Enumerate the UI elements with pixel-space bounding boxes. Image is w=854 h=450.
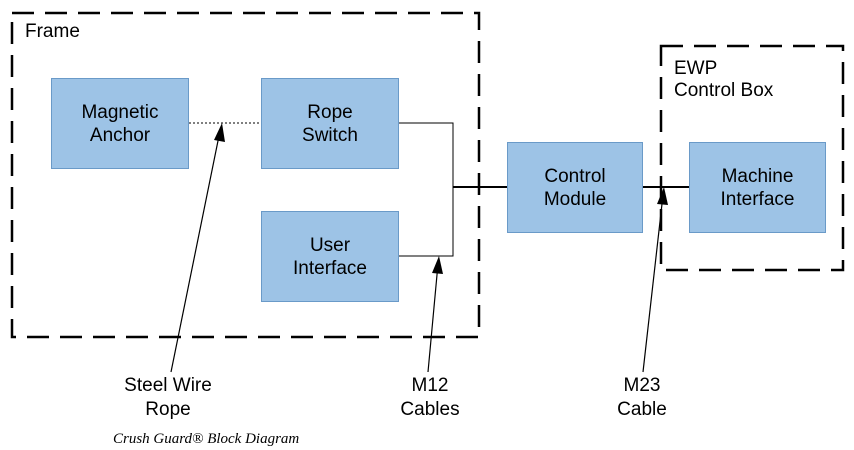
steel-wire-rope-arrowhead: [214, 123, 225, 142]
user-interface-block: User Interface: [261, 211, 399, 302]
m12-cables-pointer: [427, 263, 439, 373]
m23-cable-pointer: [642, 194, 664, 373]
ewp-control-box-title: EWP Control Box: [674, 58, 774, 101]
ewp-control-box-boundary: [659, 44, 845, 272]
frame-title: Frame: [25, 21, 80, 42]
magnetic-anchor-block: Magnetic Anchor: [51, 78, 189, 169]
rope-switch-block: Rope Switch: [261, 78, 399, 169]
machine-interface-block: Machine Interface: [689, 142, 826, 233]
m12-cables-label: M12 Cables: [400, 375, 460, 420]
m23-cable-arrowhead: [657, 187, 668, 205]
control-module-block: Control Module: [507, 142, 643, 233]
m12-cables-arrowhead: [432, 256, 443, 274]
frame-boundary: [10, 11, 481, 339]
steel-wire-rope-label: Steel Wire Rope: [124, 375, 212, 420]
m12-cable-user-interface: [399, 187, 454, 257]
m23-cable-label: M23 Cable: [617, 375, 667, 420]
m12-cable-rope-switch: [399, 122, 454, 187]
figure-caption: Crush Guard® Block Diagram: [113, 431, 300, 447]
steel-wire-rope-pointer: [170, 130, 221, 373]
